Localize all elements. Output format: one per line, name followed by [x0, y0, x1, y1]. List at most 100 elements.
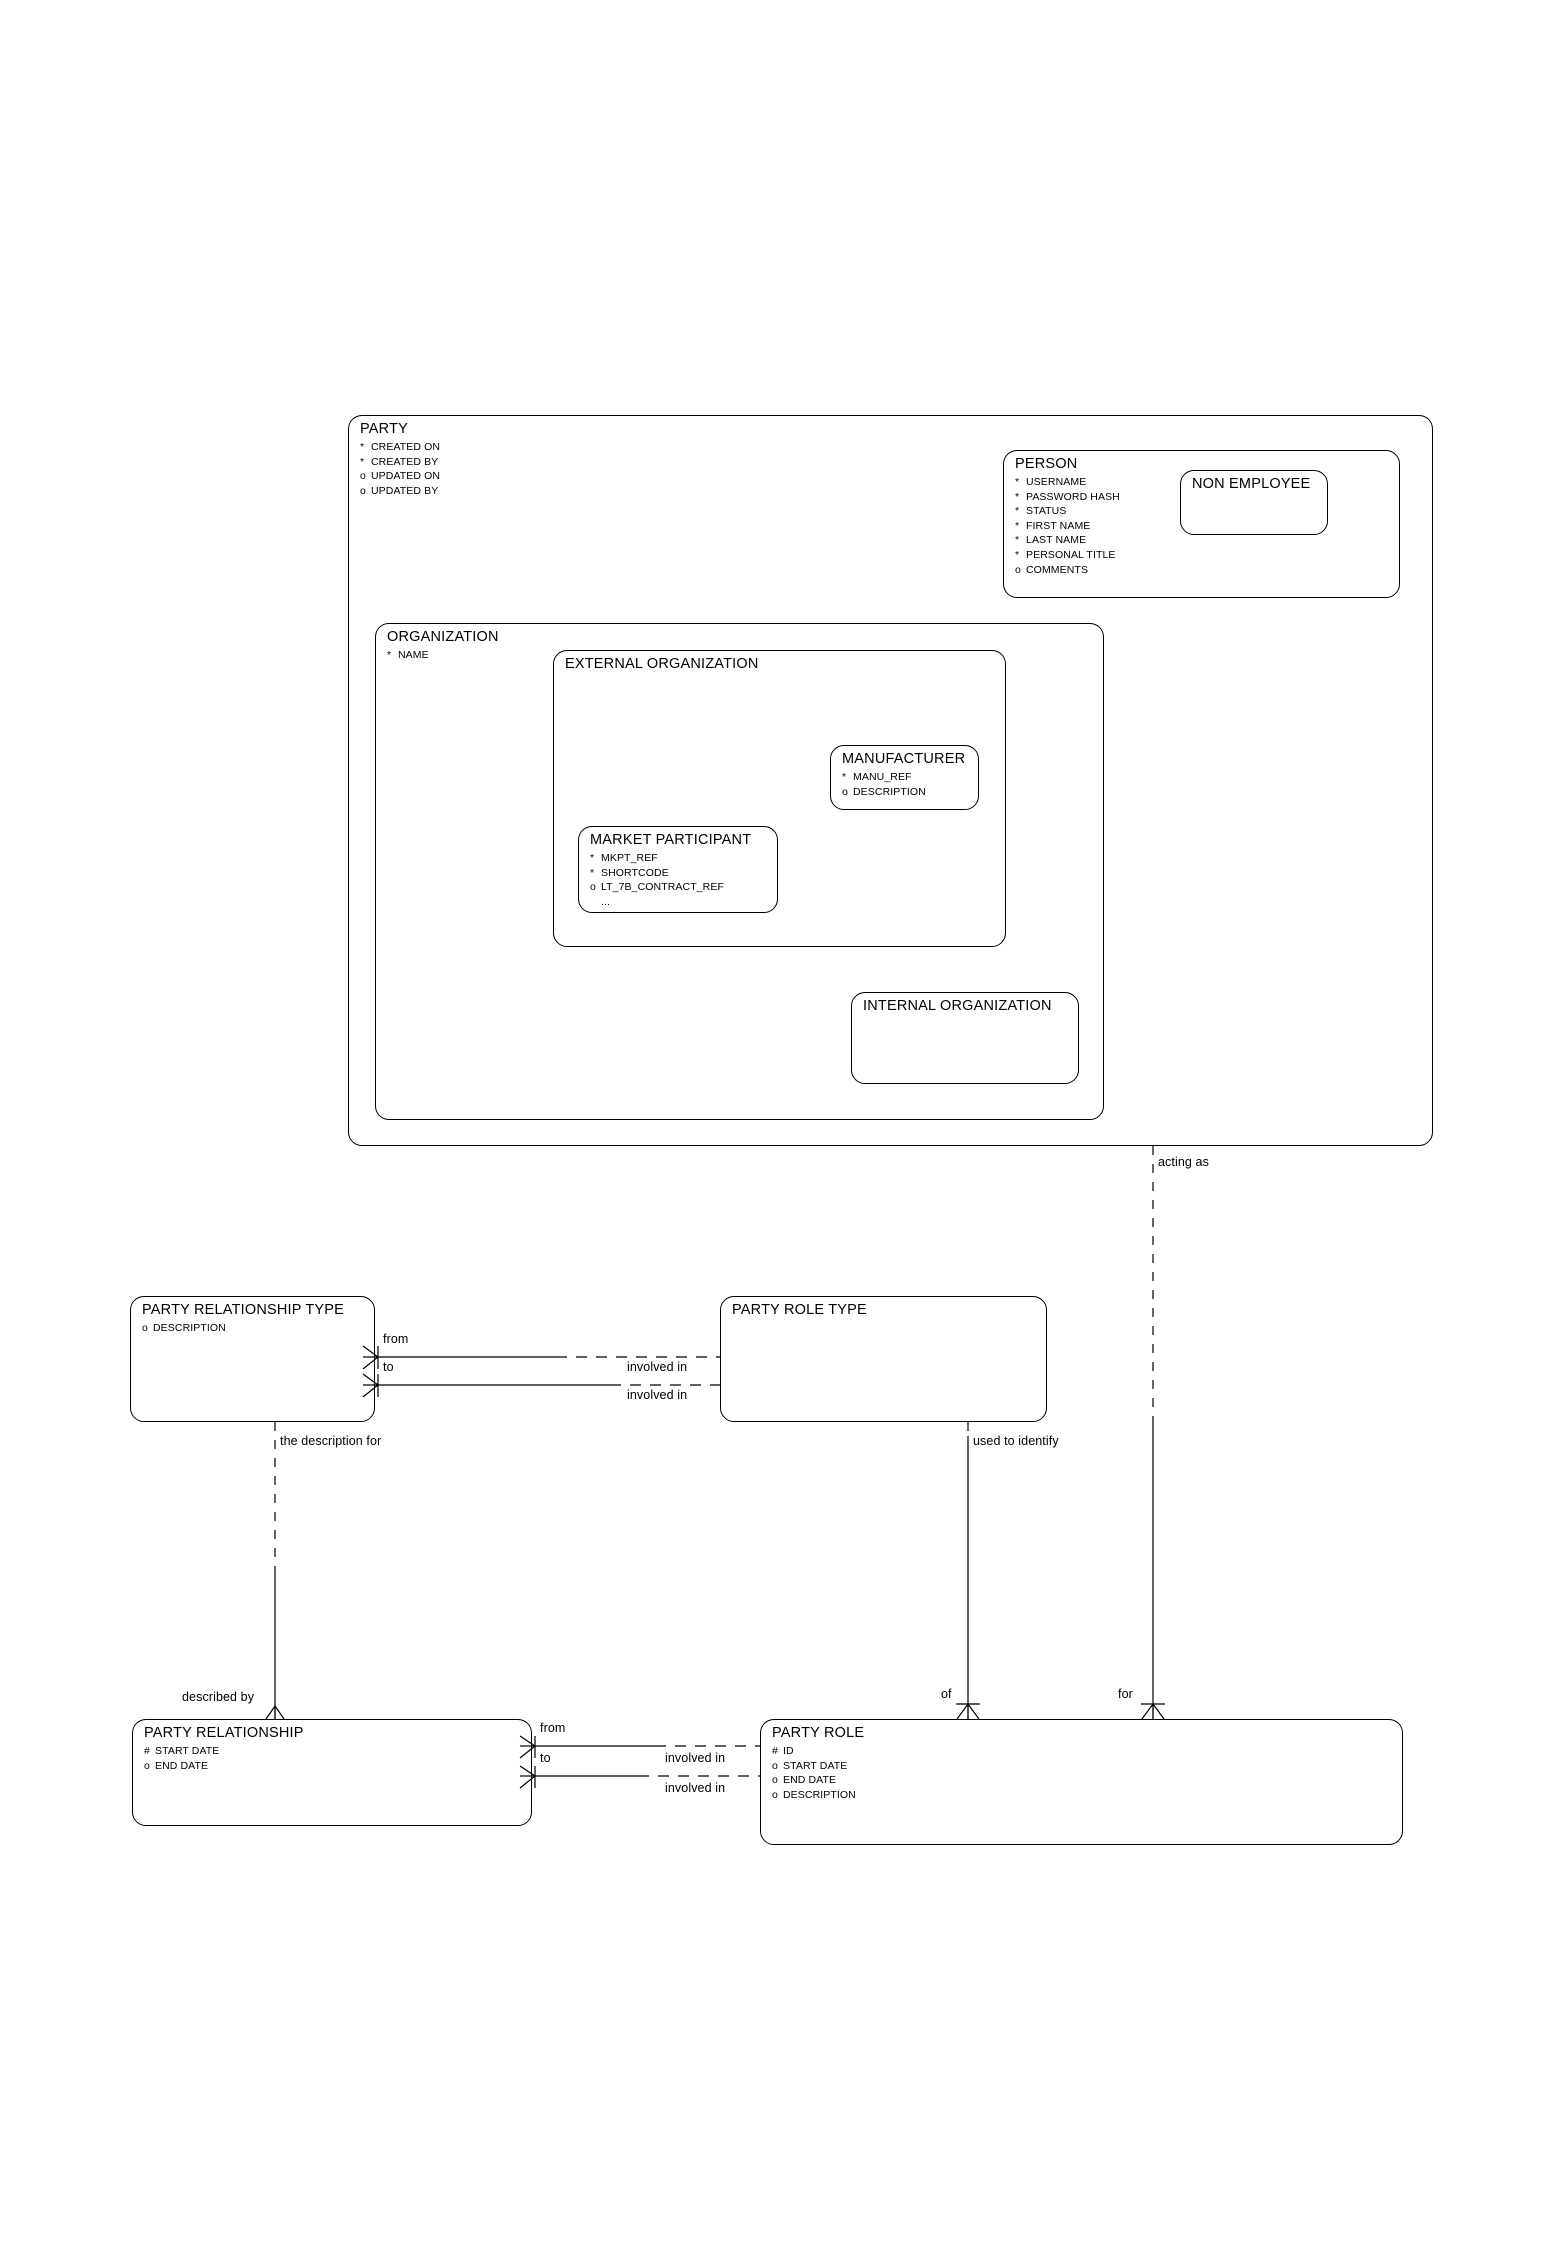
attribute-row: #ID [772, 1744, 856, 1759]
entity-party-relationship-type[interactable]: PARTY RELATIONSHIP TYPE o DESCRIPTION [130, 1296, 375, 1422]
entity-title: NON EMPLOYEE [1192, 476, 1311, 492]
attribute-row: * CREATED BY [360, 455, 440, 470]
attribute-marker: o [772, 1788, 778, 1801]
relationship-label-prt-involved-in-2: involved in [627, 1388, 688, 1402]
attribute-marker: * [387, 649, 392, 661]
attribute-marker: # [772, 1745, 778, 1757]
attribute-name: COMMENTS [1026, 563, 1089, 576]
entity-title: INTERNAL ORGANIZATION [863, 998, 1052, 1014]
attribute-marker: * [360, 455, 365, 468]
crowfoot-described-by-a [265, 1705, 276, 1720]
attribute-row: o DESCRIPTION [772, 1788, 856, 1803]
attribute-row: *PASSWORD HASH [1015, 490, 1120, 505]
relationship-label-of: of [941, 1687, 952, 1701]
attribute-name: USERNAME [1026, 476, 1087, 488]
entity-title: PARTY RELATIONSHIP [144, 1725, 304, 1741]
attribute-marker: * [360, 441, 365, 453]
attribute-list: * NAME [387, 648, 429, 663]
crowfoot-of-a [956, 1703, 969, 1720]
attribute-marker: o [360, 484, 366, 497]
attribute-name: PERSONAL TITLE [1026, 548, 1116, 561]
relationship-label-described-by: described by [182, 1690, 255, 1704]
relationship-label-acting-as: acting as [1158, 1155, 1209, 1169]
attribute-name: CREATED ON [371, 441, 441, 453]
attribute-row: * NAME [387, 648, 429, 663]
attribute-list: o DESCRIPTION [142, 1321, 226, 1336]
attribute-row: o DESCRIPTION [842, 785, 926, 800]
attribute-name: UPDATED ON [371, 470, 441, 483]
attribute-marker: * [1015, 534, 1020, 547]
crowfoot-for-a [1141, 1703, 1154, 1720]
relationship-label-pr-from: from [540, 1721, 566, 1735]
attribute-name: DESCRIPTION [153, 1322, 226, 1334]
attribute-name: MKPT_REF [601, 852, 658, 864]
crowfoot-of-c [967, 1703, 980, 1720]
relationship-label-prt-to: to [383, 1360, 394, 1374]
attribute-name: FIRST NAME [1026, 519, 1091, 532]
attribute-name: CREATED BY [371, 455, 439, 468]
attribute-marker: * [842, 771, 847, 783]
entity-organization[interactable]: ORGANIZATION * NAME [375, 623, 1104, 1120]
entity-title: MARKET PARTICIPANT [590, 832, 752, 848]
entity-non-employee[interactable]: NON EMPLOYEE [1180, 470, 1328, 535]
attribute-marker: o [142, 1322, 148, 1334]
entity-title: ORGANIZATION [387, 629, 499, 645]
relationship-label-prt-involved-in-1: involved in [627, 1360, 688, 1374]
attribute-row: o UPDATED BY [360, 484, 440, 499]
entity-title: PARTY [360, 421, 409, 437]
attribute-marker: o [590, 881, 596, 894]
attribute-marker: * [1015, 505, 1020, 518]
attribute-row: * PERSONAL TITLE [1015, 548, 1120, 563]
attribute-row: o LT_7B_CONTRACT_REF [590, 880, 724, 895]
entity-title: PARTY RELATIONSHIP TYPE [142, 1302, 345, 1318]
entity-external-organization[interactable]: EXTERNAL ORGANIZATION [553, 650, 1006, 947]
attribute-name: DESCRIPTION [853, 785, 926, 798]
attribute-marker: * [590, 866, 595, 879]
entity-party-role-type[interactable]: PARTY ROLE TYPE [720, 1296, 1047, 1422]
attribute-marker: * [1015, 548, 1020, 561]
entity-party[interactable]: PARTY * CREATED ON * CREATED BY o UPDATED O… [348, 415, 1433, 1146]
attribute-list: *MANU_REF o DESCRIPTION [842, 770, 926, 799]
relationship-label-pr-involved-in-1: involved in [665, 1751, 726, 1765]
entity-title: PERSON [1015, 456, 1078, 472]
attribute-marker: o [360, 470, 366, 483]
attribute-name: START DATE [783, 1759, 848, 1772]
attribute-name: SHORTCODE [601, 866, 669, 879]
attribute-name: NAME [398, 649, 429, 661]
entity-market-participant[interactable]: MARKET PARTICIPANT *MKPT_REF *SHORTCODE … [578, 826, 778, 913]
attribute-marker: o [842, 785, 848, 798]
attribute-name: STATUS [1026, 505, 1067, 518]
relationship-label-used-to-identify: used to identify [973, 1434, 1059, 1448]
entity-person[interactable]: PERSON *USERNAME *PASSWORD HASH *STATUS … [1003, 450, 1400, 598]
attribute-marker: * [1015, 476, 1020, 488]
attribute-name: DESCRIPTION [783, 1788, 856, 1801]
attribute-name: END DATE [155, 1759, 209, 1772]
attribute-row: * STATUS [1015, 504, 1120, 519]
relationship-label-for: for [1118, 1687, 1133, 1701]
relationship-label-pr-involved-in-2: involved in [665, 1781, 726, 1795]
attribute-row: * USERNAME [1015, 475, 1120, 490]
entity-internal-organization[interactable]: INTERNAL ORGANIZATION [851, 992, 1079, 1084]
attribute-name: START DATE [155, 1745, 220, 1757]
attribute-name: ... [601, 895, 611, 908]
attribute-row: *MANU_REF [842, 770, 926, 785]
attribute-row: o UPDATED ON [360, 469, 440, 484]
relationship-label-the-description-for: the description for [280, 1434, 382, 1448]
attribute-name: PASSWORD HASH [1026, 490, 1120, 503]
attribute-name: UPDATED BY [371, 484, 439, 497]
attribute-row: o DESCRIPTION [142, 1321, 226, 1336]
attribute-name: END DATE [783, 1774, 837, 1787]
attribute-row: ... [590, 895, 724, 910]
attribute-name: LT_7B_CONTRACT_REF [601, 881, 724, 894]
entity-title: PARTY ROLE TYPE [732, 1302, 867, 1318]
attribute-row: * CREATED ON [360, 440, 440, 455]
attribute-row: *MKPT_REF [590, 851, 724, 866]
